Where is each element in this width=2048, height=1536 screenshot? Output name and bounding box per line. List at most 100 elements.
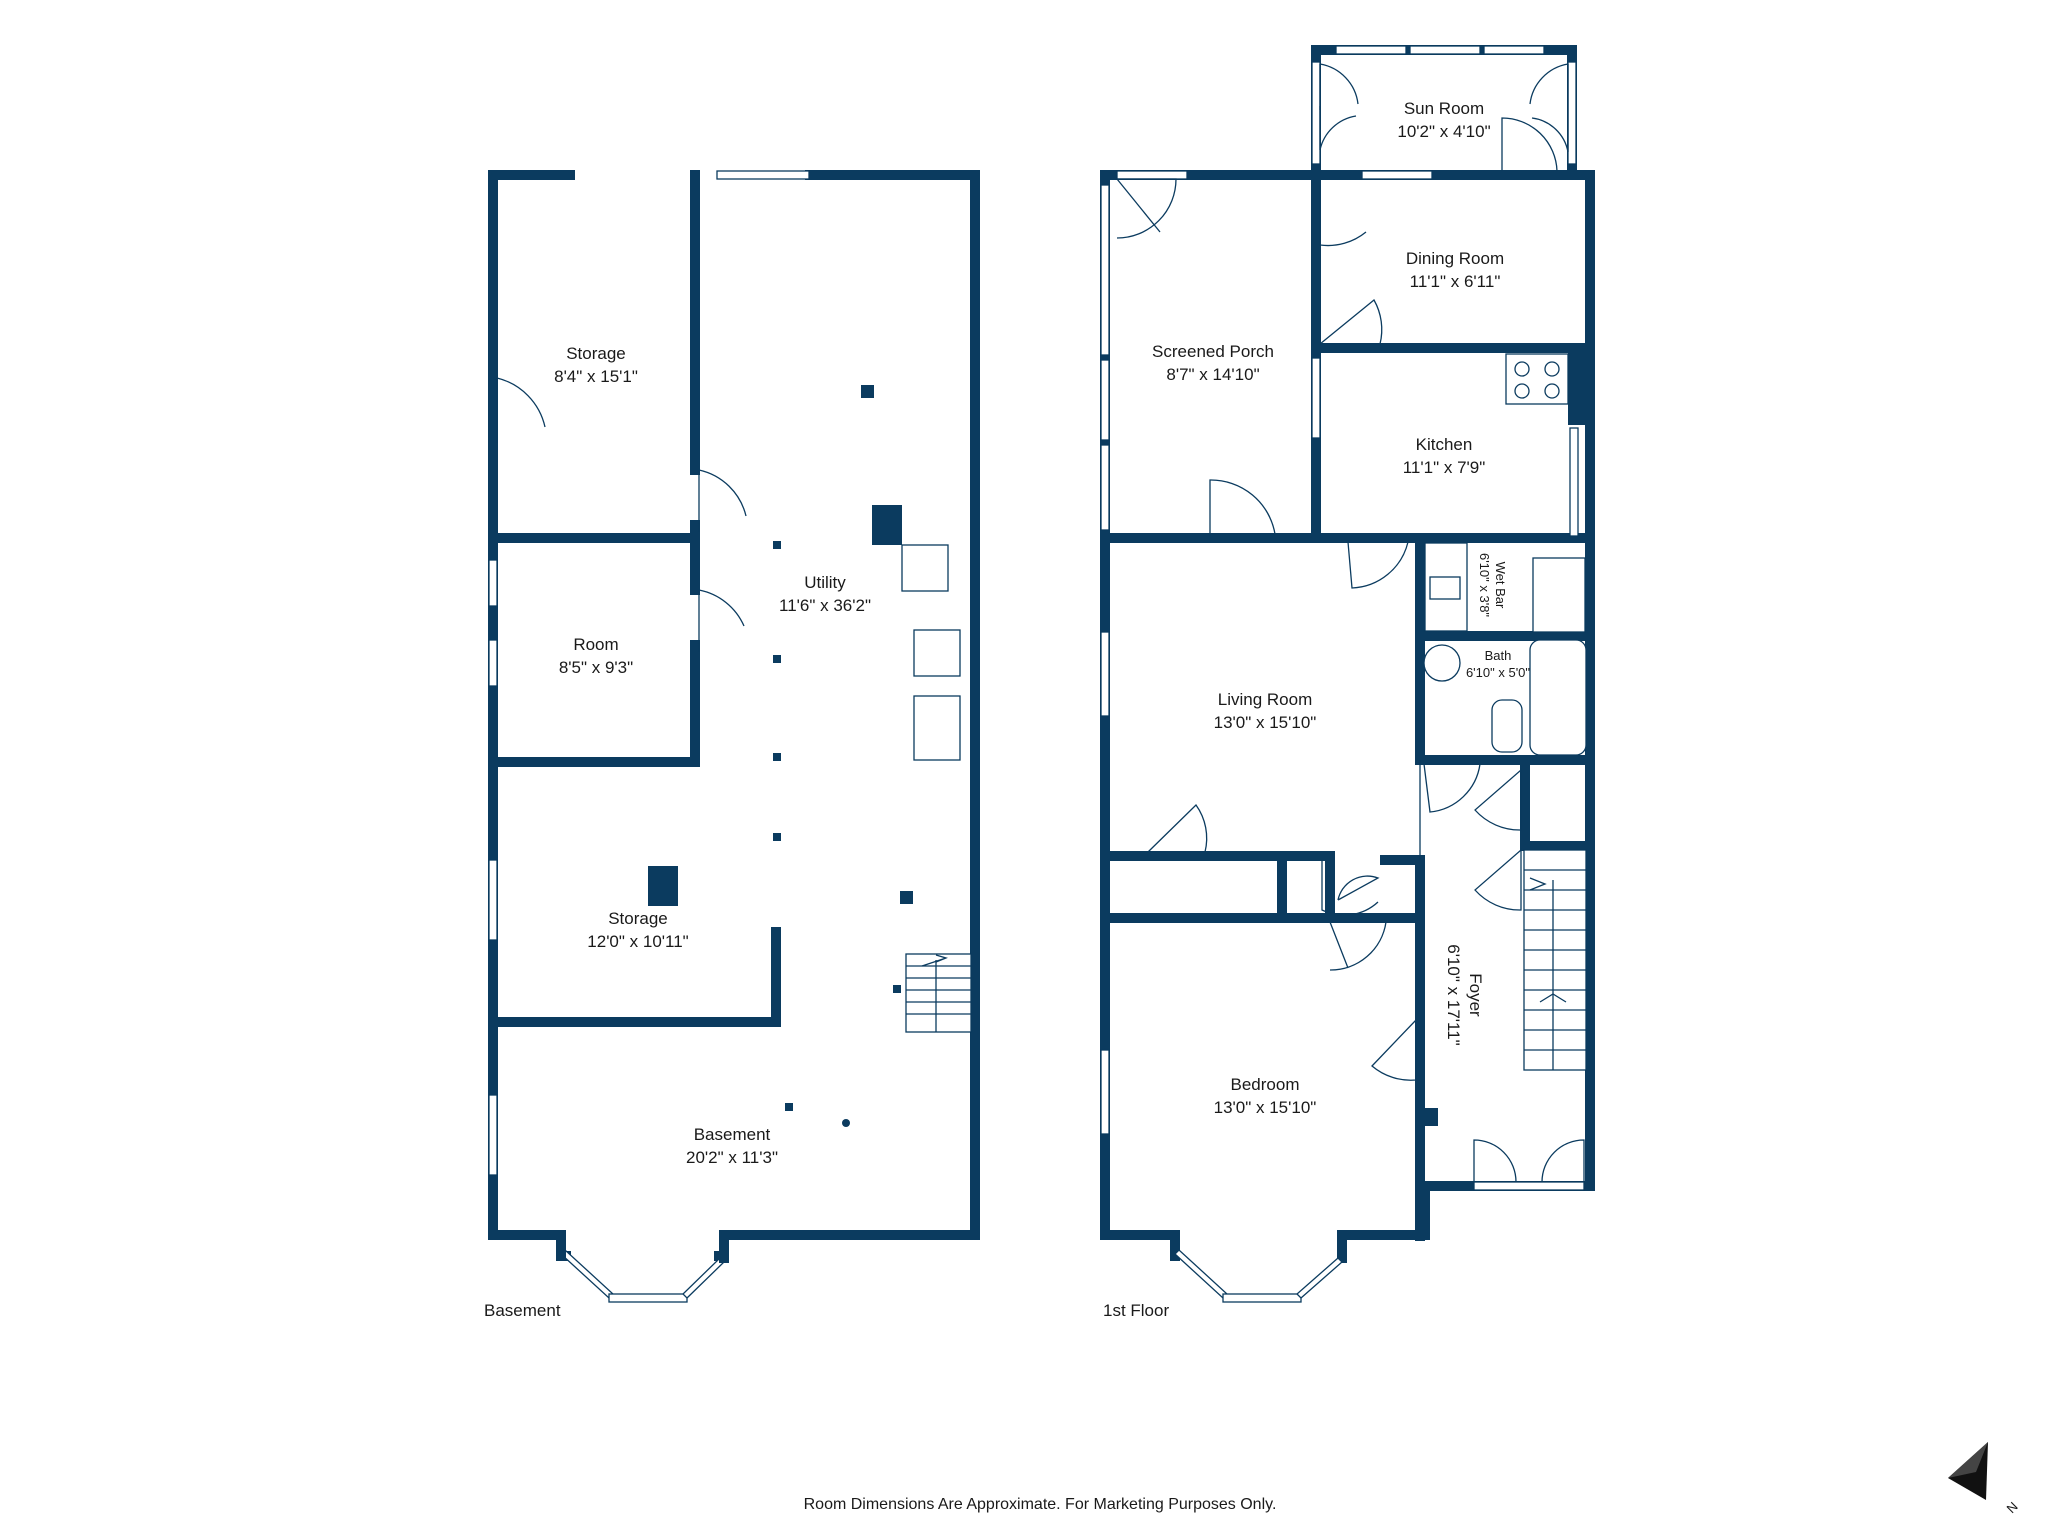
room-dimensions: 11'1" x 6'11" xyxy=(1410,272,1501,291)
room-dimensions: 8'4" x 15'1" xyxy=(554,367,638,386)
basement-column xyxy=(785,1103,793,1111)
closet-door[interactable] xyxy=(1474,768,1522,831)
basement-outer-wall xyxy=(488,170,980,1261)
dining-room-window xyxy=(1361,170,1433,180)
kitchen-window xyxy=(1311,357,1321,439)
basement-window xyxy=(716,170,810,180)
living-room-door[interactable] xyxy=(1347,541,1409,589)
bathtub xyxy=(1529,639,1587,756)
room-name: Bath xyxy=(1485,648,1512,663)
room-dimensions: 6'10" x 3'8" xyxy=(1477,553,1492,617)
room-name: Utility xyxy=(804,573,846,592)
compass-label: N xyxy=(2004,1499,2021,1516)
basement-window xyxy=(488,1094,498,1176)
bath-door[interactable] xyxy=(1423,763,1481,813)
basement-appliance xyxy=(913,695,961,761)
bedroom-window xyxy=(1100,1049,1110,1135)
first-floor-outer-wall xyxy=(1100,45,1595,1261)
refrigerator xyxy=(1568,350,1588,425)
room-dimensions: 8'7" x 14'10" xyxy=(1166,365,1259,384)
room-name: Sun Room xyxy=(1404,99,1484,118)
sun-room-window xyxy=(1409,45,1481,55)
screened-porch-window xyxy=(1116,170,1188,180)
room-dimensions: 8'5" x 9'3" xyxy=(559,658,633,677)
basement-stairs[interactable] xyxy=(905,953,972,1033)
basement-bay-window xyxy=(608,1293,688,1303)
basement-door[interactable] xyxy=(698,589,745,652)
room-name: Storage xyxy=(566,344,626,363)
sun-room-window xyxy=(1335,45,1407,55)
room-name: Bedroom xyxy=(1231,1075,1300,1094)
sun-room-window xyxy=(1567,61,1577,165)
closet-door[interactable] xyxy=(1321,860,1380,916)
living-room-door[interactable] xyxy=(1147,804,1208,853)
basement-appliance xyxy=(901,544,949,592)
bedroom-bay-window xyxy=(1174,1249,1228,1299)
basement-interior-wall xyxy=(488,170,781,1027)
basement-chimney xyxy=(872,505,902,545)
basement-door[interactable] xyxy=(698,469,747,532)
compass-icon: N xyxy=(1948,1442,2021,1516)
screened-porch-window xyxy=(1100,184,1110,356)
basement-column xyxy=(861,385,874,398)
room-name: Foyer xyxy=(1466,973,1485,1017)
basement-window xyxy=(488,559,498,607)
room-name: Kitchen xyxy=(1416,435,1473,454)
first-floor-interior-wall xyxy=(1100,170,1595,1241)
room-dimensions: 11'6" x 36'2" xyxy=(779,596,871,615)
room-name: Living Room xyxy=(1218,690,1313,709)
bedroom-bay-window xyxy=(1222,1293,1302,1303)
room-name: Screened Porch xyxy=(1152,342,1274,361)
first-floor-stairs[interactable] xyxy=(1523,849,1587,1071)
stove xyxy=(1505,353,1569,405)
front-door-swing[interactable] xyxy=(1473,1139,1585,1183)
porch-door[interactable] xyxy=(1209,479,1276,535)
sun-room-window xyxy=(1311,61,1321,165)
basement-column xyxy=(773,655,781,663)
room-dimensions: 6'10" x 17'11" xyxy=(1444,944,1463,1045)
basement-column xyxy=(773,833,781,841)
floor-label: Basement xyxy=(484,1301,561,1320)
basement-column xyxy=(773,541,781,549)
sun-room-door[interactable] xyxy=(1319,63,1569,172)
disclaimer: Room Dimensions Are Approximate. For Mar… xyxy=(804,1496,1277,1513)
basement-window xyxy=(488,639,498,687)
basement-column xyxy=(893,985,901,993)
stairs-door[interactable] xyxy=(1474,848,1522,911)
toilet xyxy=(1491,699,1523,753)
wet-bar-sink xyxy=(1429,576,1461,600)
foyer-front-door[interactable] xyxy=(1473,1181,1585,1191)
living-room-window xyxy=(1100,631,1110,717)
room-name: Basement xyxy=(694,1125,771,1144)
room-dimensions: 20'2" x 11'3" xyxy=(686,1148,778,1167)
room-name: Dining Room xyxy=(1406,249,1504,268)
first-floor-plan: Sun Room 10'2" x 4'10" Dining Room 11'1"… xyxy=(1100,45,1595,1320)
room-dimensions: 13'0" x 15'10" xyxy=(1214,1098,1317,1117)
dining-room-door[interactable] xyxy=(1319,185,1383,345)
basement-bay-window xyxy=(682,1257,725,1299)
bedroom-door[interactable] xyxy=(1329,921,1387,971)
basement-plan: Storage 8'4" x 15'1" Room 8'5" x 9'3" Ut… xyxy=(484,170,980,1320)
room-dimensions: 10'2" x 4'10" xyxy=(1397,122,1490,141)
bedroom-bay-window xyxy=(1296,1257,1343,1299)
chimney xyxy=(1422,1108,1438,1126)
porch-door[interactable] xyxy=(1116,178,1177,239)
basement-column xyxy=(900,891,913,904)
sun-room-window xyxy=(1483,45,1545,55)
bedroom-door[interactable] xyxy=(1371,1018,1417,1081)
first-floor-bay-wall xyxy=(1170,1230,1347,1263)
room-dimensions: 13'0" x 15'10" xyxy=(1214,713,1317,732)
screened-porch-window xyxy=(1100,444,1110,531)
basement-column xyxy=(773,753,781,761)
room-name: Room xyxy=(573,635,618,654)
basement-appliance xyxy=(913,629,961,677)
room-dimensions: 12'0" x 10'11" xyxy=(587,932,688,951)
wet-bar-cabinet xyxy=(1532,557,1586,633)
bath-sink xyxy=(1423,644,1461,682)
room-name: Wet Bar xyxy=(1493,562,1508,609)
basement-bay-wall xyxy=(556,1230,729,1263)
room-dimensions: 6'10" x 5'0" xyxy=(1466,665,1530,680)
basement-door[interactable] xyxy=(496,377,546,443)
room-name: Storage xyxy=(608,909,668,928)
